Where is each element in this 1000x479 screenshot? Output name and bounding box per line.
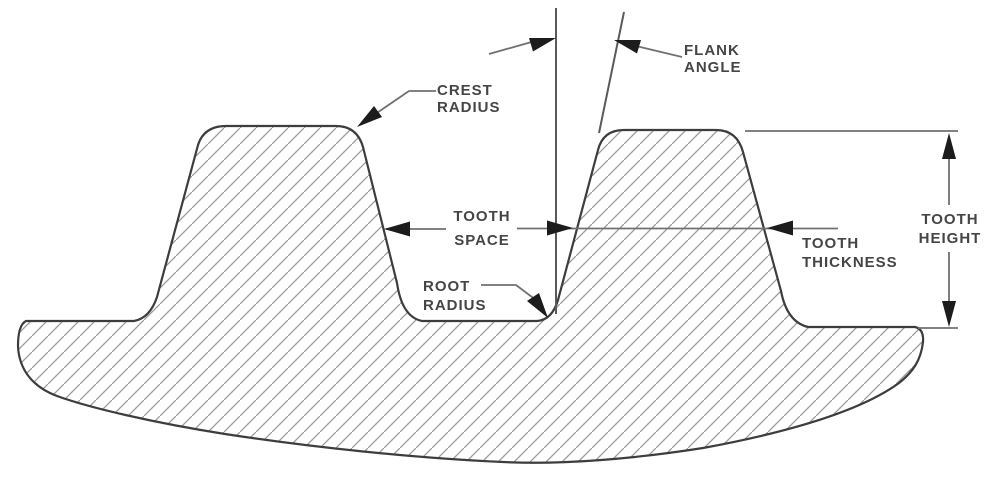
label-line: FLANK	[684, 42, 740, 59]
label-line: RADIUS	[423, 297, 487, 314]
root-radius-leader	[481, 284, 537, 301]
flank-angle-arrow-left	[529, 38, 556, 52]
crest-radius-leader	[367, 90, 436, 120]
flank-angle-leader-left	[488, 40, 536, 55]
label-line: CREST	[437, 82, 493, 99]
label-crest-radius: CREST RADIUS	[437, 82, 501, 116]
label-line: HEIGHT	[918, 230, 982, 247]
tooth-space-arrow-left	[384, 221, 410, 237]
tooth-profile-outline	[16, 124, 925, 464]
label-tooth-height: TOOTH HEIGHT	[906, 210, 994, 248]
label-line: ROOT	[423, 278, 471, 295]
label-line: TOOTH	[802, 235, 860, 252]
label-root-radius: ROOT RADIUS	[423, 277, 487, 315]
tooth-height-arrow-down	[942, 301, 956, 327]
flank-angle-arrow-right	[614, 40, 641, 54]
label-tooth-space: TOOTH SPACE	[437, 205, 527, 253]
flank-angle-leader-right	[635, 45, 683, 58]
label-flank-angle: FLANK ANGLE	[684, 42, 742, 76]
label-line: RADIUS	[437, 99, 501, 116]
label-line: ANGLE	[684, 59, 742, 76]
label-line: SPACE	[454, 232, 510, 249]
tooth-space-arrow-right	[547, 220, 573, 236]
label-line: TOOTH	[921, 211, 979, 228]
root-radius-arrow	[527, 293, 548, 318]
tooth-height-arrow-up	[942, 133, 956, 159]
flank-angle-line	[598, 11, 625, 134]
tooth-thickness-arrow	[767, 220, 793, 236]
crest-radius-arrow	[357, 106, 382, 127]
label-line: THICKNESS	[802, 254, 898, 271]
label-line: TOOTH	[453, 208, 511, 225]
label-tooth-thickness: TOOTH THICKNESS	[802, 234, 898, 272]
